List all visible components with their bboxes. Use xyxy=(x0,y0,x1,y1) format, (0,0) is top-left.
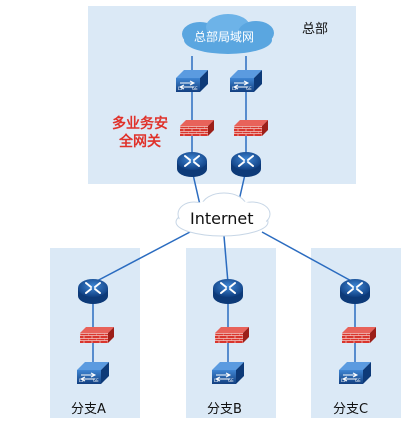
gateway-label-line2: 全网关 xyxy=(119,134,161,150)
lan-label: 总部局域网 xyxy=(194,30,255,44)
internet-cloud-icon xyxy=(175,192,271,237)
headquarters-label: 总部 xyxy=(302,22,329,37)
branch-c-firewall-icon xyxy=(342,327,376,343)
gateway-label: 多业务安 全网关 xyxy=(112,115,168,151)
lan-cloud-icon xyxy=(182,14,274,54)
hq-firewall-right-icon xyxy=(234,120,268,136)
branch-c-router-icon xyxy=(339,278,371,305)
branch-a-label: 分支A xyxy=(71,402,106,417)
hq-firewall-left-icon xyxy=(180,120,214,136)
internet-to-branch-c xyxy=(261,231,356,284)
gateway-label-line1: 多业务安 xyxy=(112,116,168,132)
branch-a-firewall-icon xyxy=(80,327,114,343)
hq-router-right-icon xyxy=(230,151,262,178)
hq-router-left-icon xyxy=(176,151,208,178)
branch-b-router-icon xyxy=(212,278,244,305)
branch-b-label: 分支B xyxy=(207,402,242,417)
internet-to-branch-a xyxy=(92,231,191,284)
branch-c-label: 分支C xyxy=(333,402,369,417)
hq-switch-right-icon xyxy=(229,69,263,93)
branch-b-firewall-icon xyxy=(215,327,249,343)
branch-c-switch-icon xyxy=(338,361,372,385)
hq-switch-left-icon xyxy=(175,69,209,93)
branch-b-switch-icon xyxy=(211,361,245,385)
internet-label: Internet xyxy=(190,209,254,228)
branch-a-switch-icon xyxy=(76,361,110,385)
branch-a-router-icon xyxy=(77,278,109,305)
internet-to-branch-b xyxy=(223,235,229,284)
